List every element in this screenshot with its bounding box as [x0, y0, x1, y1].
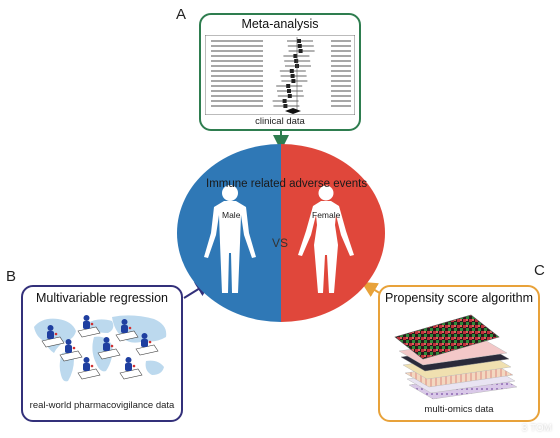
- panel-a-letter: A: [176, 6, 187, 23]
- forest-point-estimate: [298, 49, 303, 53]
- meta-analysis-title: Meta-analysis: [241, 17, 319, 31]
- forest-point-estimate: [297, 39, 301, 43]
- world-map-icon: [34, 315, 167, 382]
- user-at-desk-icon: [59, 339, 83, 362]
- meta-analysis-panel: Meta-analysis clinical data: [199, 13, 361, 131]
- forest-point-estimate: [289, 69, 294, 73]
- forest-point-estimate: [283, 104, 288, 108]
- forest-point-estimate: [287, 94, 292, 98]
- forest-point-estimate: [290, 74, 295, 78]
- propensity-score-title: Propensity score algorithm: [385, 291, 533, 305]
- forest-point-estimate: [287, 89, 291, 93]
- forest-point-estimate: [294, 59, 299, 63]
- user-at-desk-icon: [119, 357, 143, 380]
- sex-comparison-circle: [177, 144, 385, 322]
- vs-label: VS: [272, 236, 289, 250]
- forest-point-estimate: [297, 44, 302, 48]
- user-at-desk-icon: [97, 337, 121, 360]
- propensity-score-caption: multi-omics data: [424, 404, 494, 415]
- panel-b-letter: B: [6, 268, 17, 285]
- watermark: 3 TOM: [521, 423, 552, 434]
- forest-plot-icon: [205, 35, 355, 115]
- female-label: Female: [312, 210, 341, 220]
- heatmap-stack-icon: [394, 314, 518, 400]
- center-title: Immune related adverse events: [206, 178, 368, 190]
- forest-point-estimate: [282, 99, 287, 103]
- multivariable-regression-caption: real-world pharmacovigilance data: [29, 400, 175, 411]
- forest-pooled-diamond: [285, 108, 301, 114]
- user-at-desk-icon: [115, 319, 139, 342]
- female-silhouette-icon: [298, 185, 354, 293]
- user-at-desk-icon: [135, 333, 159, 356]
- male-label: Male: [222, 210, 241, 220]
- propensity-score-panel: Propensity score algorithm: [378, 285, 540, 422]
- user-at-desk-icon: [77, 315, 101, 338]
- forest-point-estimate: [291, 79, 296, 83]
- male-silhouette-icon: [204, 185, 256, 293]
- forest-point-estimate: [293, 54, 298, 58]
- panel-c-letter: C: [534, 262, 545, 279]
- meta-analysis-caption: clinical data: [255, 116, 305, 127]
- forest-point-estimate: [286, 84, 291, 88]
- multivariable-regression-title: Multivariable regression: [35, 291, 168, 305]
- multivariable-regression-panel: Multivariable regression real-world phar…: [21, 285, 183, 422]
- user-at-desk-icon: [41, 325, 65, 348]
- user-at-desk-icon: [77, 357, 101, 380]
